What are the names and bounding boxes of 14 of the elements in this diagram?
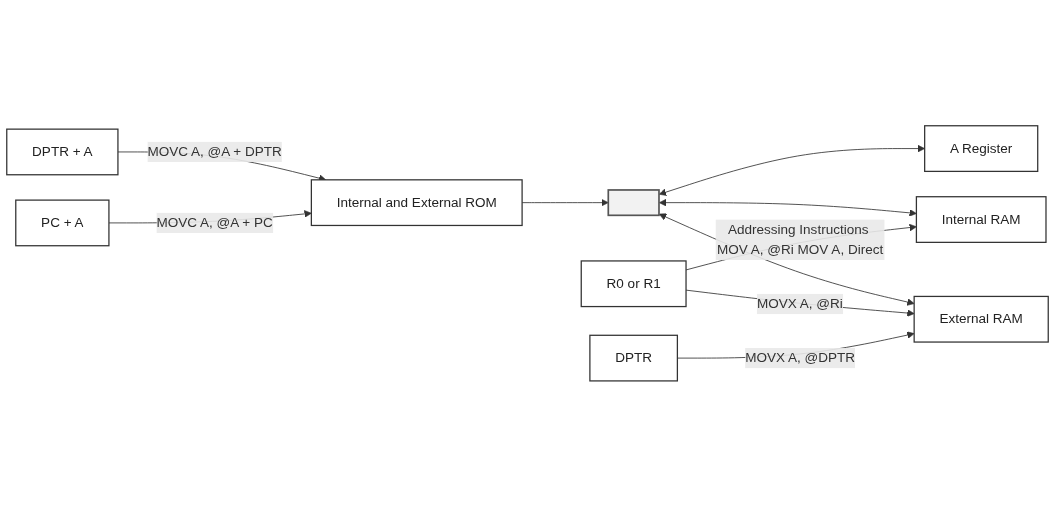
node-box: External RAM — [913, 295, 1049, 343]
edge-label: MOVC A, @A + PC — [156, 214, 273, 230]
node-bar — [607, 188, 660, 216]
node-box: Internal RAM — [915, 195, 1047, 243]
node-box: DPTR — [589, 334, 679, 382]
edge-label: Addressing Instructions MOV A, @Ri MOV A, Direct — [716, 221, 884, 257]
edge-label: MOVX A, @DPTR — [745, 350, 856, 365]
edge-label: MOVX A, @Ri — [756, 296, 843, 311]
node-box: Internal and External ROM — [310, 178, 523, 226]
node-box: R0 or R1 — [580, 259, 687, 307]
node-box: DPTR + A — [6, 128, 119, 176]
node-box: A Register — [924, 124, 1039, 172]
edge-label: MOVC A, @A + DPTR — [147, 144, 282, 159]
node-box: PC + A — [15, 199, 110, 247]
